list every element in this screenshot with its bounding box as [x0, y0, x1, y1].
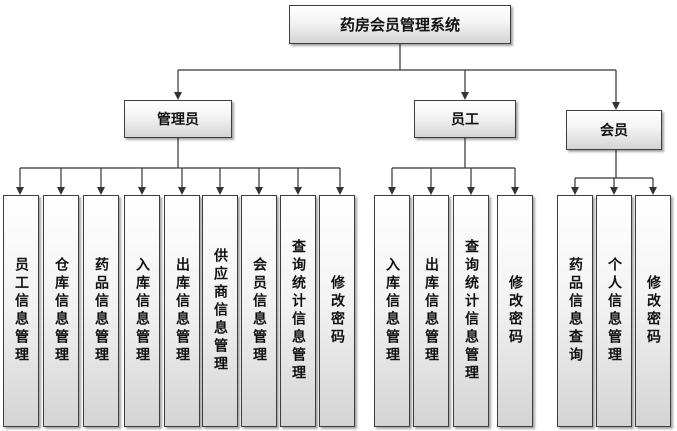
- member-leaf-label: 修改密码: [645, 275, 661, 347]
- member-leaf-label: 药品信息查询: [567, 257, 583, 365]
- admin-leaf: 查询统计信息管理: [280, 195, 316, 427]
- staff-leaf-label: 入库信息管理: [384, 257, 400, 365]
- admin-leaf-label: 修改密码: [329, 275, 345, 347]
- member-leaf: 药品信息查询: [557, 195, 593, 427]
- admin-leaf: 修改密码: [319, 195, 355, 427]
- admin-leaf: 员工信息管理: [3, 195, 39, 427]
- admin-leaf-label: 出库信息管理: [174, 257, 190, 365]
- group-staff-node: 员工: [414, 100, 516, 138]
- admin-leaf-label: 员工信息管理: [13, 257, 29, 365]
- admin-leaf-label: 入库信息管理: [134, 257, 150, 365]
- member-leaf-label: 个人信息管理: [606, 257, 622, 365]
- admin-leaf: 出库信息管理: [164, 195, 200, 427]
- staff-leaf-label: 修改密码: [507, 275, 523, 347]
- staff-leaf-label: 查询统计信息管理: [463, 239, 479, 383]
- admin-leaf: 供应商信息管理: [202, 195, 238, 427]
- admin-leaf-label: 供应商信息管理: [212, 248, 228, 374]
- root-label: 药房会员管理系统: [339, 16, 460, 34]
- root-node: 药房会员管理系统: [289, 5, 511, 44]
- group-member-label: 会员: [600, 123, 628, 139]
- member-leaf: 修改密码: [635, 195, 671, 427]
- admin-leaf: 入库信息管理: [124, 195, 160, 427]
- group-staff-label: 员工: [451, 112, 479, 128]
- staff-leaf: 出库信息管理: [413, 195, 449, 427]
- group-admin-node: 管理员: [124, 100, 232, 138]
- staff-leaf: 修改密码: [497, 195, 533, 427]
- group-member-node: 会员: [566, 110, 662, 150]
- group-admin-label: 管理员: [157, 112, 199, 128]
- admin-leaf: 药品信息管理: [83, 195, 119, 427]
- admin-leaf: 会员信息管理: [241, 195, 277, 427]
- member-leaf: 个人信息管理: [596, 195, 632, 427]
- admin-leaf-label: 药品信息管理: [93, 257, 109, 365]
- admin-leaf-label: 会员信息管理: [251, 257, 267, 365]
- staff-leaf-label: 出库信息管理: [423, 257, 439, 365]
- staff-leaf: 查询统计信息管理: [453, 195, 489, 427]
- admin-leaf-label: 仓库信息管理: [53, 257, 69, 365]
- staff-leaf: 入库信息管理: [374, 195, 410, 427]
- admin-leaf: 仓库信息管理: [43, 195, 79, 427]
- admin-leaf-label: 查询统计信息管理: [290, 239, 306, 383]
